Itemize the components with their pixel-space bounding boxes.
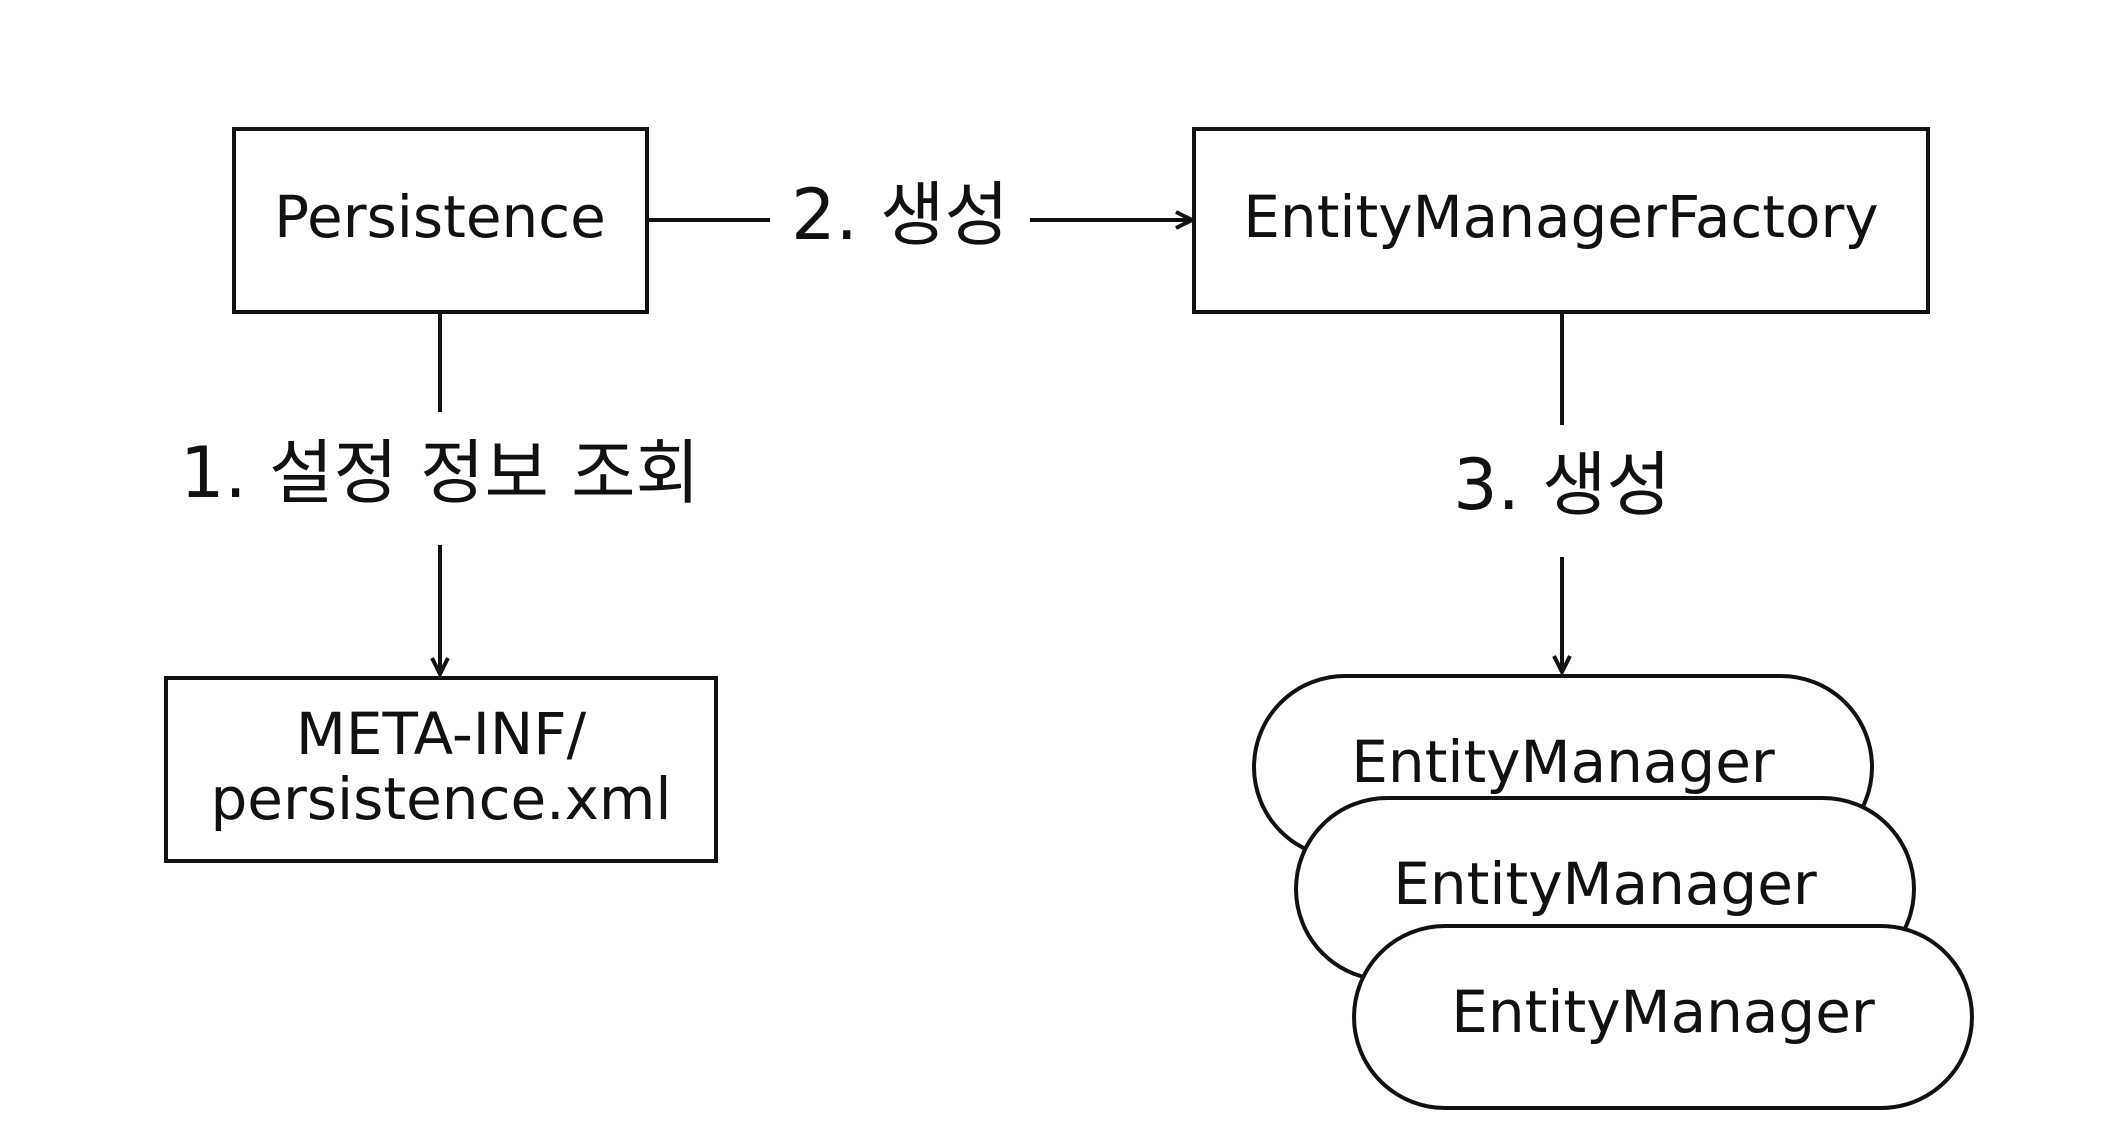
- persistence-xml-node: META-INF/ persistence.xml: [164, 676, 718, 863]
- entity-manager-factory-node: EntityManagerFactory: [1192, 127, 1930, 314]
- entity-manager-label-2: EntityManager: [1393, 850, 1817, 918]
- entity-manager-label-1: EntityManager: [1351, 728, 1775, 796]
- entity-manager-stack: EntityManager EntityManager EntityManage…: [1252, 674, 1974, 1110]
- edge-create-factory: 2. 생성: [647, 174, 1192, 256]
- edge-create-manager: 3. 생성: [1453, 312, 1671, 672]
- edge-create-manager-label: 3. 생성: [1453, 444, 1671, 526]
- edge-create-factory-label: 2. 생성: [791, 174, 1009, 256]
- entity-manager-factory-label: EntityManagerFactory: [1243, 183, 1878, 251]
- persistence-xml-label-line2: persistence.xml: [210, 765, 671, 833]
- edge-read-config-label: 1. 설정 정보 조회: [180, 432, 700, 514]
- persistence-xml-label-line1: META-INF/: [296, 700, 587, 768]
- persistence-label: Persistence: [274, 183, 606, 251]
- persistence-node: Persistence: [232, 127, 649, 314]
- edge-read-config: 1. 설정 정보 조회: [180, 312, 700, 674]
- entity-manager-node-3: EntityManager: [1352, 924, 1974, 1110]
- entity-manager-label-3: EntityManager: [1451, 978, 1875, 1046]
